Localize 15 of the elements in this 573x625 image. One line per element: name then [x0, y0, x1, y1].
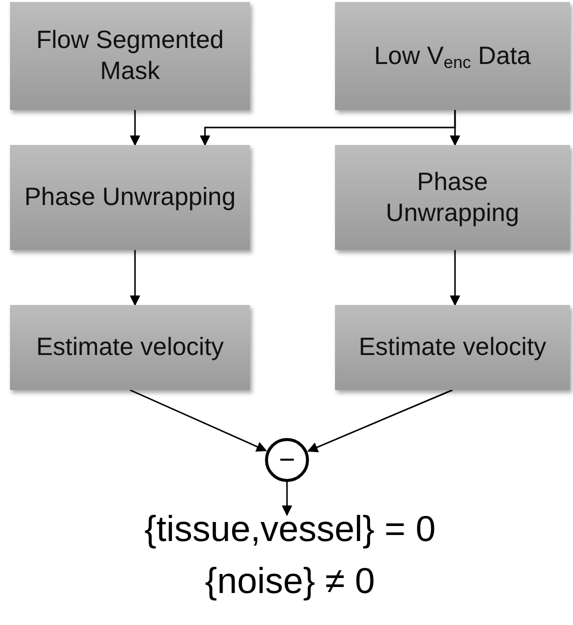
arrow [130, 389, 267, 452]
process-box: Phase Unwrapping [335, 145, 570, 250]
arrow [282, 482, 292, 516]
process-box: Estimate velocity [335, 305, 570, 390]
arrow [307, 389, 453, 452]
arrow [130, 250, 140, 306]
arrow [130, 110, 140, 146]
result-text: {tissue,vessel} = 0 [144, 507, 436, 551]
process-box: Phase Unwrapping [10, 145, 250, 250]
process-box: Low V$_{enc}$ Data [335, 2, 570, 110]
arrow [200, 110, 456, 146]
result-text: {noise} ≠ 0 [205, 559, 375, 603]
process-box: Flow Segmented Mask [10, 2, 250, 110]
process-box: Estimate velocity [10, 305, 250, 390]
arrow [450, 250, 460, 306]
